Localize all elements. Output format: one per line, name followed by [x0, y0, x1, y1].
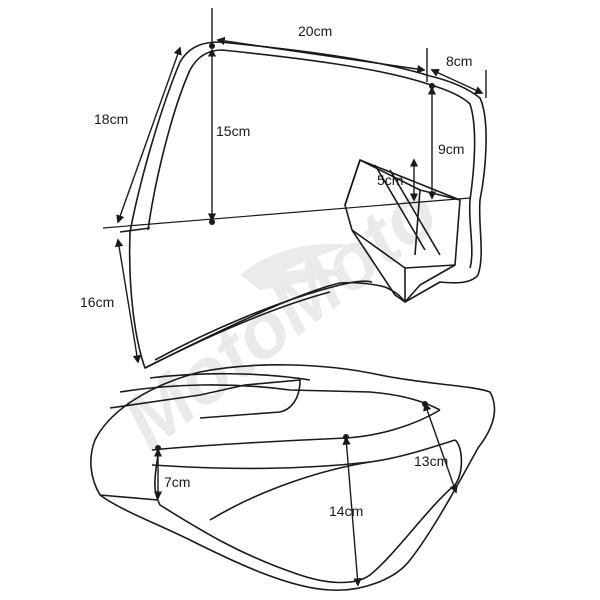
- dimension-dots-bottom: [155, 401, 428, 451]
- dimension-dots-top: [209, 43, 435, 225]
- top-panel-bottom-seam: [154, 280, 373, 361]
- label-top-right-width: 8cm: [446, 53, 472, 69]
- label-left-height: 18cm: [94, 111, 128, 127]
- watermark-wing-icon: [240, 243, 350, 290]
- label-center-height: 15cm: [216, 123, 250, 139]
- label-seat-depth: 14cm: [329, 503, 363, 519]
- label-step-height: 5cm: [377, 172, 403, 188]
- top-panel-outline: [128, 41, 487, 369]
- seat-top-seam: [119, 384, 441, 411]
- label-top-width: 20cm: [298, 23, 332, 39]
- top-panel: [119, 41, 487, 369]
- label-seat-rear-height: 13cm: [414, 453, 448, 469]
- dimension-lines-bottom: [153, 402, 458, 587]
- dimension-labels: 20cm 8cm 18cm 15cm 9cm 5cm 16cm 7cm 14cm…: [80, 23, 472, 519]
- seat-panel-edge: [151, 409, 441, 451]
- label-seat-front-height: 7cm: [164, 474, 190, 490]
- label-lower-left-height: 16cm: [80, 294, 114, 310]
- dimension-lines-top: [114, 8, 487, 364]
- top-panel-piping: [147, 49, 476, 269]
- top-panel-step-box: [344, 159, 461, 303]
- label-right-height: 9cm: [438, 141, 464, 157]
